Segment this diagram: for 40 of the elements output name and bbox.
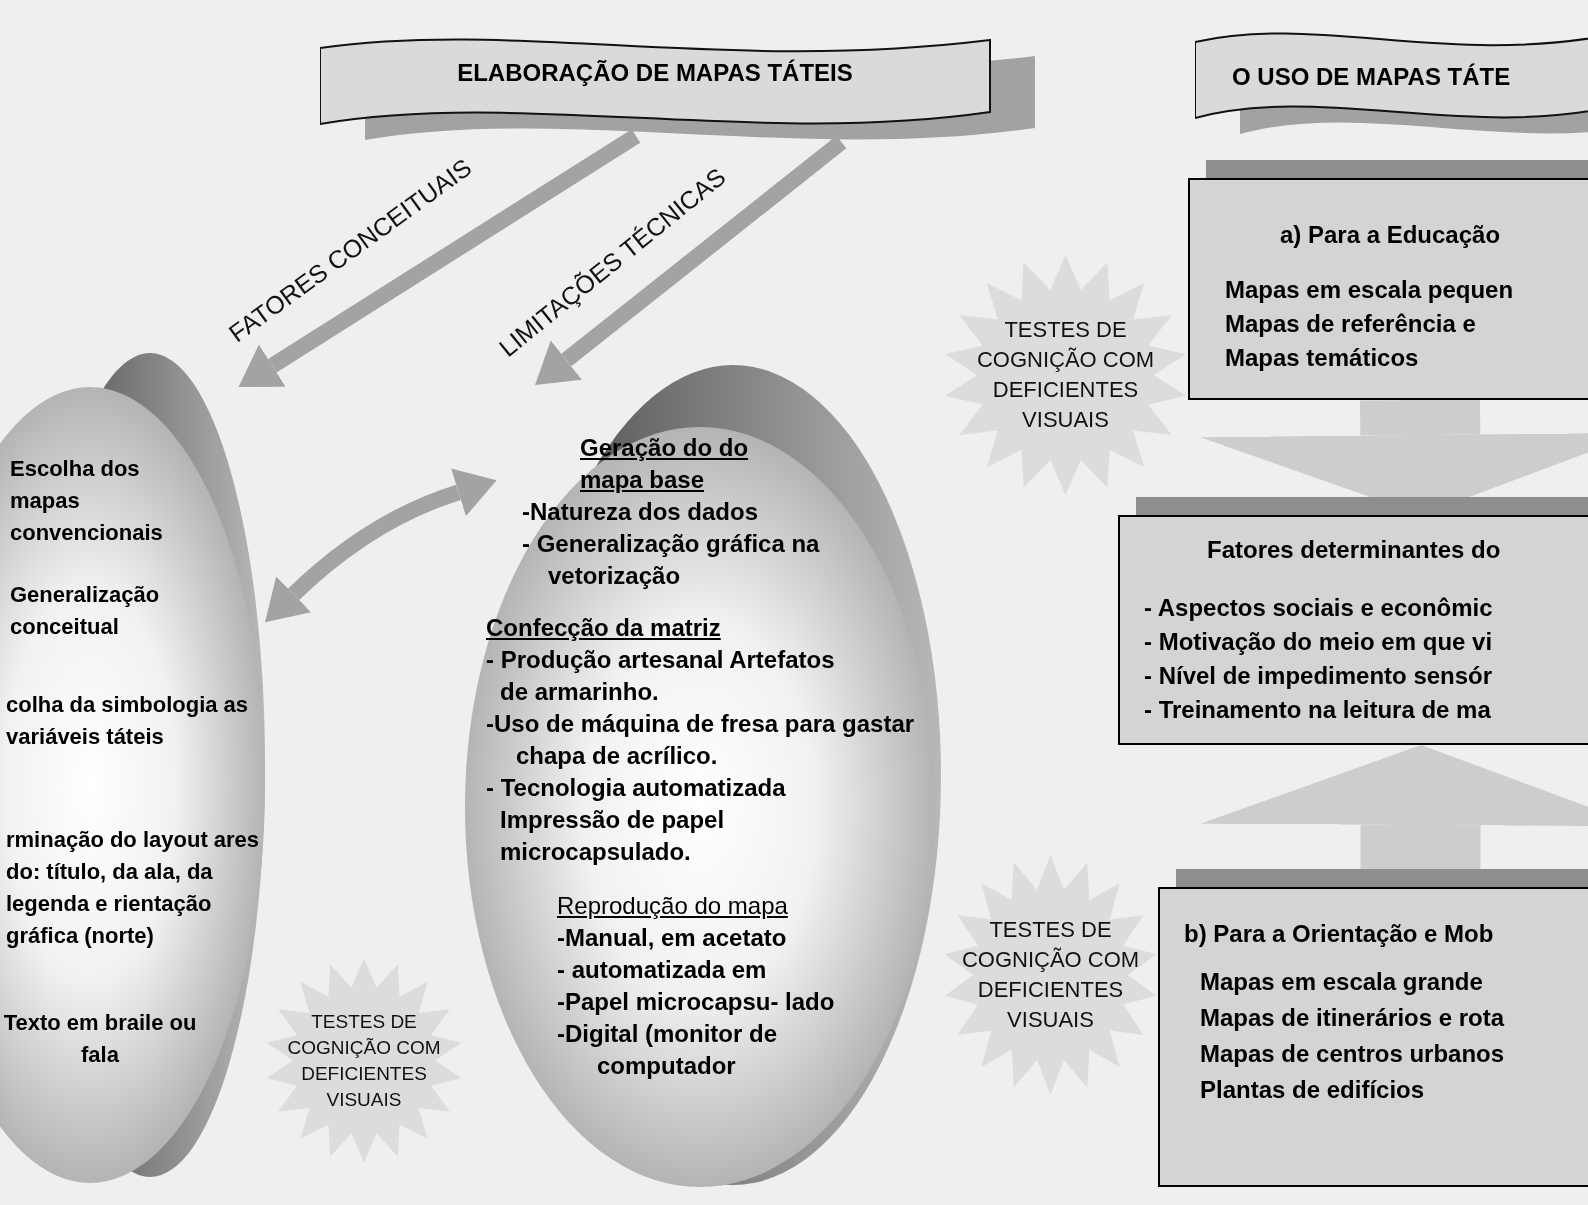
- box-text: Mapas de itinerários e rota: [1200, 1003, 1505, 1033]
- section-heading: Reprodução do mapa: [557, 891, 789, 921]
- starburst-text: TESTES DE COGNIÇÃO COM DEFICIENTES VISUAIS: [960, 916, 1141, 1034]
- box-heading: a) Para a Educação: [1278, 220, 1502, 250]
- oval-text: Texto em braile ou fala: [2, 1009, 198, 1069]
- arrow: [264, 468, 497, 622]
- oval-text: - Generalização gráfica na vetorização: [522, 529, 821, 591]
- banner-title: O USO DE MAPAS TÁTE: [1232, 62, 1511, 92]
- section-heading: Geração do do mapa base: [580, 433, 750, 495]
- arrow: [238, 129, 641, 387]
- oval-text: - Tecnologia automatizada Impressão de papel microcapsulado.: [486, 773, 787, 867]
- section-heading: Confecção da matriz: [486, 613, 722, 643]
- box-text: - Motivação do meio em que vi: [1144, 627, 1493, 657]
- oval-text: - Produção artesanal Artefatos de armarinho.: [486, 645, 836, 707]
- banner-title: ELABORAÇÃO DE MAPAS TÁTEIS: [456, 58, 854, 88]
- oval-text: colha da simbologia as variáveis táteis: [6, 691, 250, 751]
- oval-text: -Papel microcapsu- lado: [557, 987, 836, 1017]
- box-text: - Treinamento na leitura de ma: [1144, 695, 1491, 725]
- oval-text: Escolha dos mapas convencionais: [10, 455, 164, 547]
- starburst: [943, 855, 1158, 1095]
- starburst-text: TESTES DE COGNIÇÃO COM DEFICIENTES VISUAIS: [286, 1009, 442, 1112]
- oval-text: -Digital (monitor de computador: [557, 1019, 778, 1081]
- oval-text: Generalização conceitual: [10, 581, 161, 641]
- box-heading: Fatores determinantes do: [1207, 535, 1501, 565]
- box-text: - Aspectos sociais e econômic: [1144, 593, 1493, 623]
- oval-text: -Uso de máquina de fresa para gastar chapa de acrílico.: [486, 709, 916, 771]
- box-text: - Nível de impedimento sensór: [1144, 661, 1493, 691]
- box-text: Mapas em escala pequen: [1225, 275, 1514, 305]
- oval-text: rminação do layout ares do: título, da ala, da legenda e rientação gráfica (norte): [6, 826, 261, 950]
- box-text: Mapas de referência e: [1225, 309, 1476, 339]
- box-text: Mapas temáticos: [1225, 343, 1419, 373]
- box-text: Mapas em escala grande: [1200, 967, 1483, 997]
- box-heading: b) Para a Orientação e Mob: [1184, 919, 1494, 949]
- oval-text: -Manual, em acetato: [557, 923, 788, 953]
- starburst-text: TESTES DE COGNIÇÃO COM DEFICIENTES VISUAIS: [975, 316, 1156, 434]
- starburst: [943, 255, 1188, 495]
- oval-text: - automatizada em: [557, 955, 768, 985]
- box-text: Plantas de edifícios: [1200, 1075, 1425, 1105]
- oval-text: -Natureza dos dados: [522, 497, 760, 527]
- box-text: Mapas de centros urbanos: [1200, 1039, 1505, 1069]
